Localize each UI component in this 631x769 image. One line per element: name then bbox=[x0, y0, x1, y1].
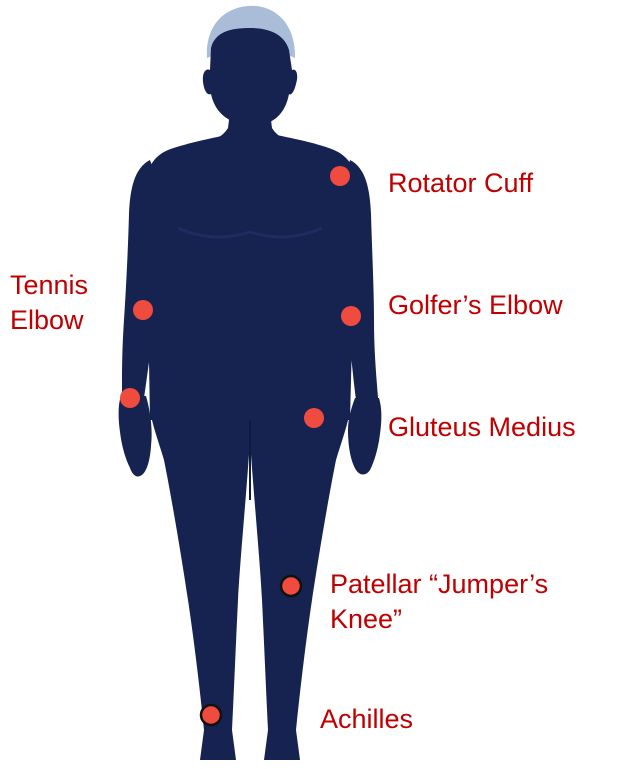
torso bbox=[146, 134, 356, 420]
label-tennis-elbow: Tennis Elbow bbox=[10, 268, 88, 338]
marker-patellar bbox=[281, 576, 301, 596]
marker-achilles bbox=[201, 705, 221, 725]
marker-wrist bbox=[120, 388, 140, 408]
label-tennis-elbow-line2: Elbow bbox=[10, 303, 88, 338]
label-achilles: Achilles bbox=[320, 702, 413, 737]
marker-rotator-cuff bbox=[330, 166, 350, 186]
label-gluteus-medius: Gluteus Medius bbox=[388, 410, 576, 445]
marker-tennis-elbow bbox=[133, 300, 153, 320]
label-patellar-line2: Knee” bbox=[330, 602, 548, 637]
label-golfers-elbow: Golfer’s Elbow bbox=[388, 288, 563, 323]
body-silhouette bbox=[119, 6, 382, 760]
marker-golfers-elbow bbox=[341, 306, 361, 326]
right-hand bbox=[348, 398, 381, 475]
marker-gluteus-medius bbox=[304, 408, 324, 428]
label-rotator-cuff: Rotator Cuff bbox=[388, 166, 533, 201]
label-achilles-text: Achilles bbox=[320, 702, 413, 737]
label-patellar: Patellar “Jumper’s Knee” bbox=[330, 567, 548, 637]
label-rotator-cuff-text: Rotator Cuff bbox=[388, 166, 533, 201]
label-gluteus-medius-text: Gluteus Medius bbox=[388, 410, 576, 445]
label-golfers-elbow-text: Golfer’s Elbow bbox=[388, 288, 563, 323]
left-leg bbox=[150, 410, 250, 760]
head bbox=[203, 28, 297, 124]
label-patellar-line1: Patellar “Jumper’s bbox=[330, 567, 548, 602]
left-hand bbox=[119, 396, 152, 477]
label-tennis-elbow-line1: Tennis bbox=[10, 268, 88, 303]
